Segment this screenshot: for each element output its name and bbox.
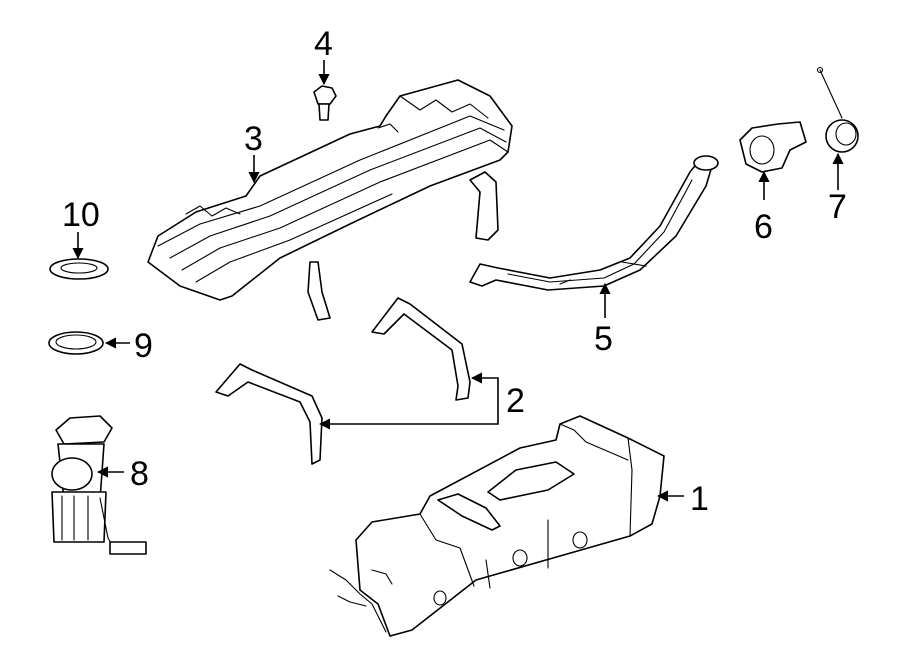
bolt — [313, 85, 337, 121]
seal-ring — [48, 331, 104, 355]
callout-5: 5 — [594, 320, 613, 358]
callout-labels: 1 2 3 4 5 6 7 8 9 10 — [62, 25, 847, 518]
filler-tube — [469, 155, 719, 291]
fuel-pump-module — [51, 415, 147, 555]
fuel-cap — [816, 66, 859, 153]
callout-10: 10 — [62, 196, 100, 234]
fuel-tank — [329, 415, 665, 637]
lock-ring — [49, 258, 109, 280]
leader-lines — [72, 60, 844, 502]
callout-7: 7 — [828, 188, 847, 226]
callout-8: 8 — [130, 455, 149, 493]
tank-straps — [215, 297, 471, 465]
filler-housing — [739, 121, 807, 173]
callout-4: 4 — [314, 25, 333, 63]
callout-6: 6 — [754, 208, 773, 246]
callout-1: 1 — [690, 480, 709, 518]
callout-3: 3 — [244, 120, 263, 158]
callout-2: 2 — [506, 382, 525, 420]
callout-9: 9 — [134, 327, 153, 365]
skid-plate-shield — [147, 79, 513, 321]
